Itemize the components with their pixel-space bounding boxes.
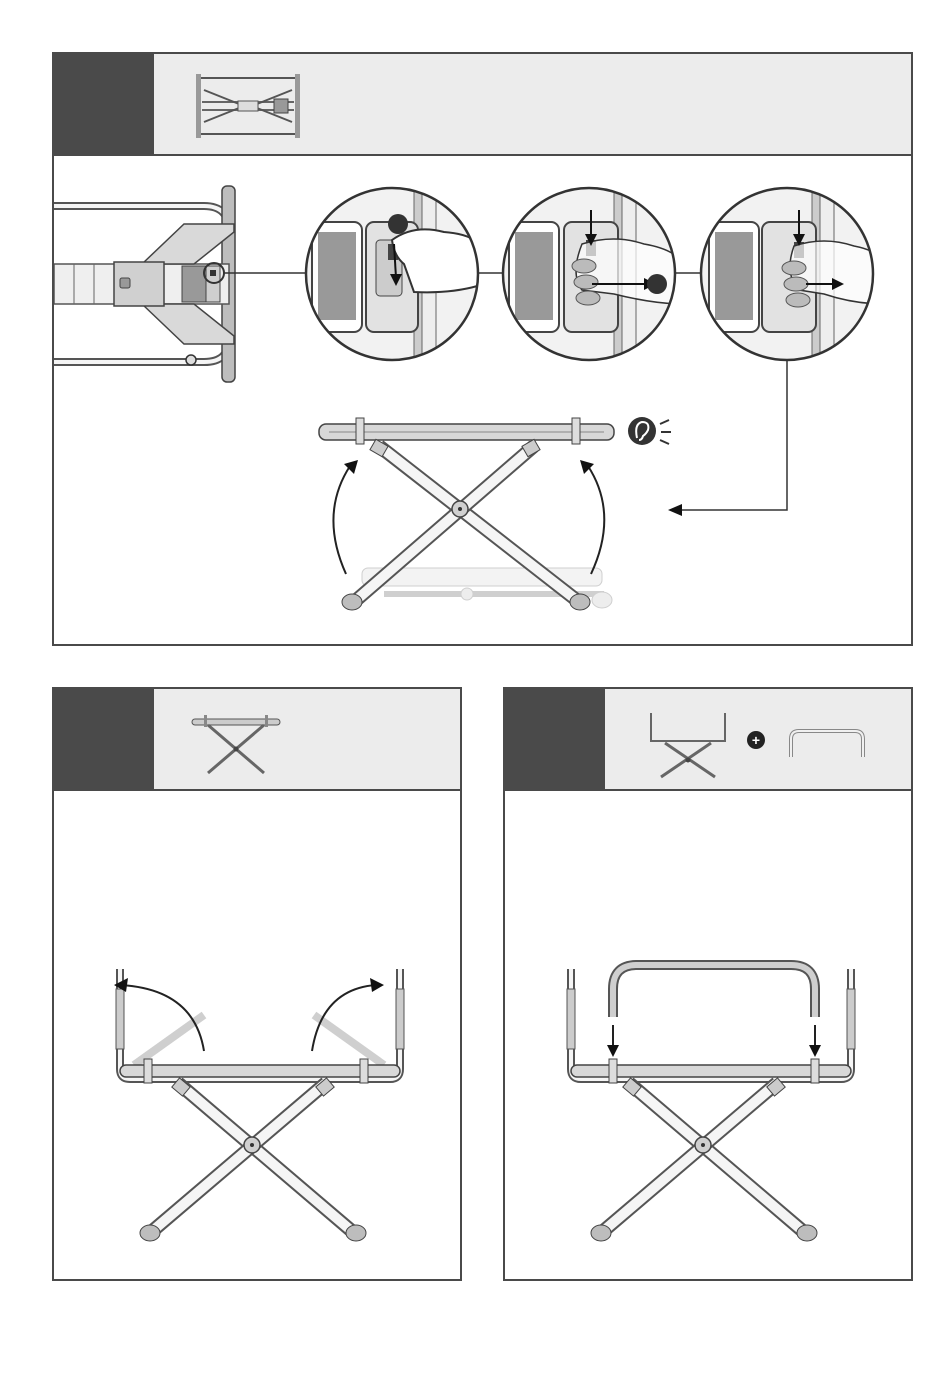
ear-click-icon — [628, 417, 671, 445]
step-header-2 — [54, 689, 460, 791]
step-3-illustration — [505, 789, 911, 1279]
step-header-1 — [54, 54, 911, 156]
plus-icon: + — [747, 731, 765, 749]
step-panel-3: + — [503, 687, 913, 1281]
step-number-box — [54, 54, 154, 154]
thumbnail-folded-stand — [194, 72, 304, 142]
step-header-3: + — [505, 689, 911, 791]
zoom-detail-2 — [499, 184, 684, 364]
folded-stand-top-view — [54, 186, 235, 382]
step-1-illustration — [54, 154, 911, 644]
thumbnail-open-stand — [186, 709, 286, 779]
step-panel-2 — [52, 687, 462, 1281]
step-number-box — [54, 689, 154, 789]
thumbnail-stand-with-uprights — [643, 707, 733, 781]
step-2-illustration — [54, 789, 460, 1279]
step-number-box — [505, 689, 605, 789]
thumbnail-top-bar — [787, 725, 867, 765]
step-panel-1 — [52, 52, 913, 646]
zoom-detail-3 — [699, 184, 884, 364]
zoom-detail-1 — [304, 184, 484, 364]
